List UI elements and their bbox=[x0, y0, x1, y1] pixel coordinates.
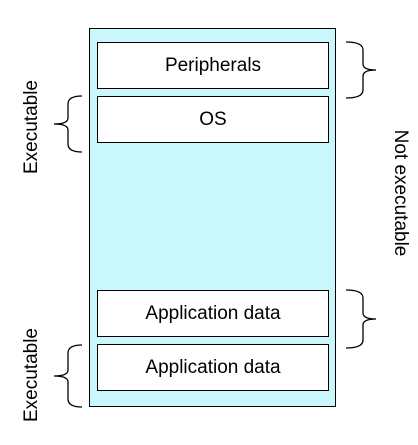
memory-column bbox=[89, 28, 336, 407]
segment-application-data-upper: Application data bbox=[97, 290, 329, 337]
segment-application-data-lower-label: Application data bbox=[145, 356, 281, 378]
label-not-executable: Not executable bbox=[390, 129, 411, 257]
segment-os: OS bbox=[97, 96, 329, 143]
brace-left-os bbox=[53, 95, 83, 153]
label-executable-bottom: Executable bbox=[21, 328, 42, 423]
segment-application-data-upper-label: Application data bbox=[145, 302, 281, 324]
segment-peripherals-label: Peripherals bbox=[164, 54, 262, 76]
brace-left-app-data bbox=[53, 344, 83, 408]
brace-right-app-data bbox=[345, 289, 377, 349]
segment-application-data-lower: Application data bbox=[97, 344, 329, 391]
label-executable-top: Executable bbox=[21, 80, 42, 175]
segment-os-label: OS bbox=[199, 108, 227, 130]
brace-right-peripherals bbox=[345, 41, 377, 99]
segment-peripherals: Peripherals bbox=[97, 42, 329, 89]
